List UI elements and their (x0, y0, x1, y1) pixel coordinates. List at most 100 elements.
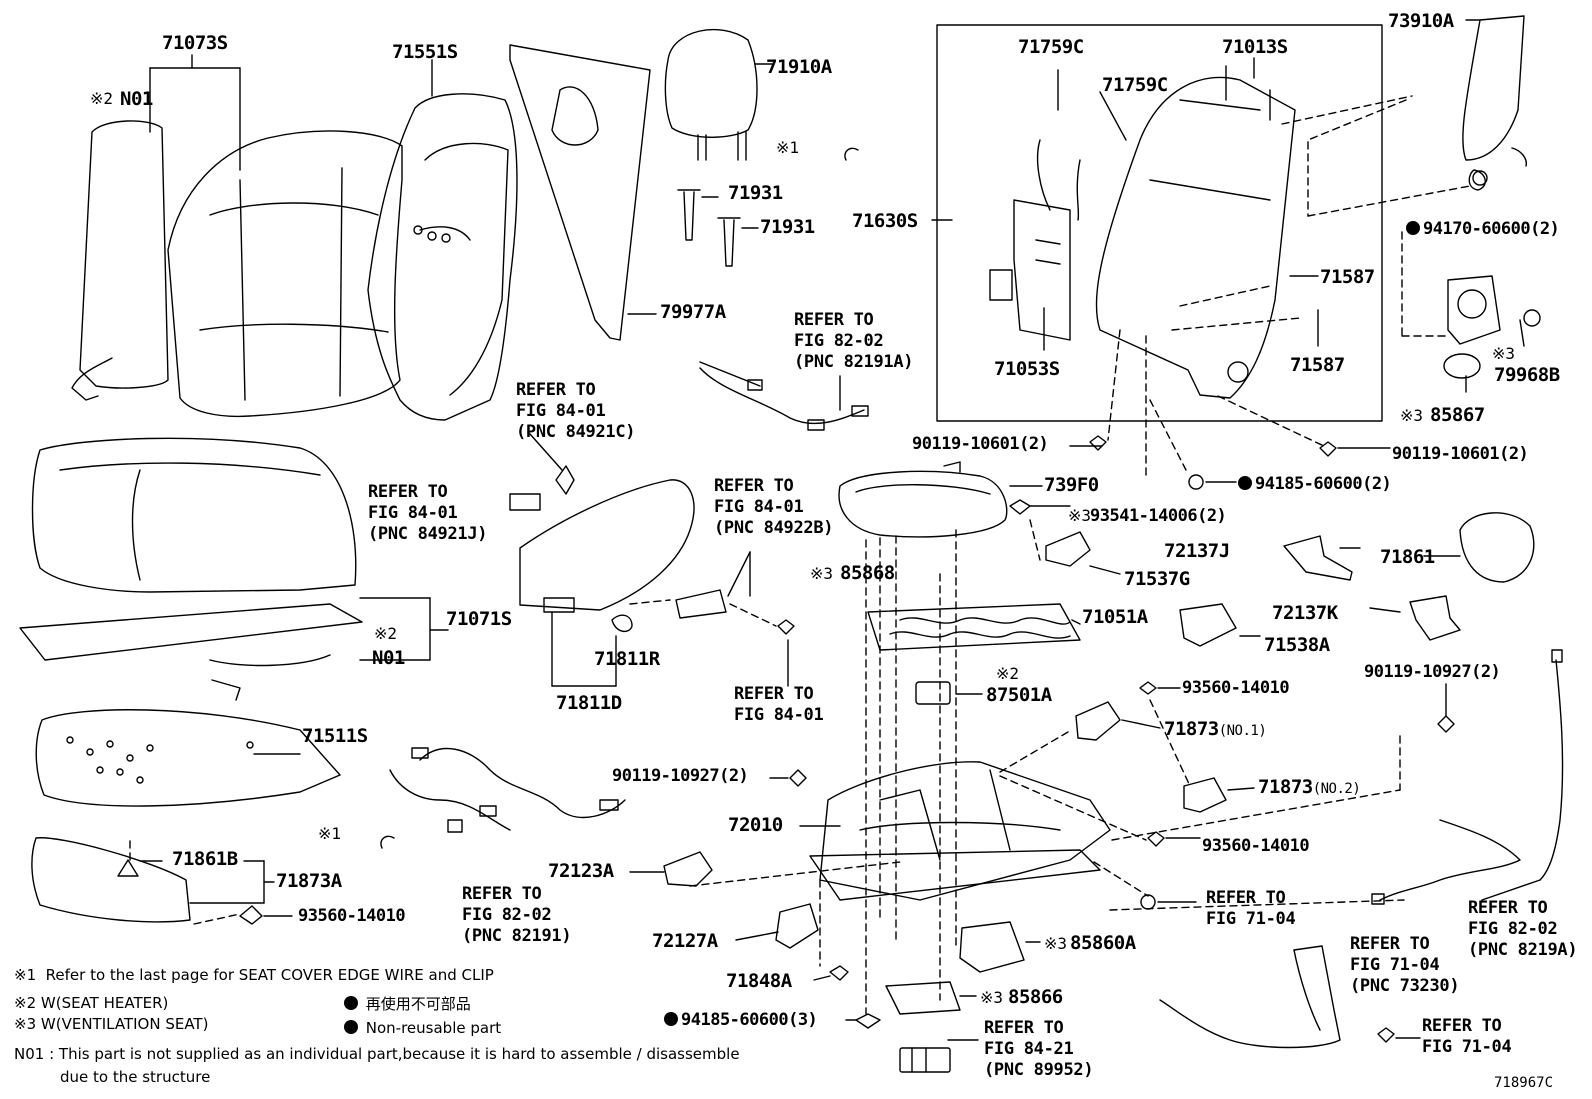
part-label-94170-60600: 94170-60600(2) (1406, 219, 1560, 239)
footnote-1-text: Refer to the last page for SEAT COVER ED… (45, 966, 494, 984)
part-label-71873-no2-sub: (NO.2) (1312, 781, 1361, 797)
note-mark-3-85860A: ※3 (1044, 934, 1068, 953)
refer-fig-82-02-82191: REFER TO FIG 82-02 (PNC 82191) (462, 884, 572, 946)
note-mark-1-lower: ※1 (318, 824, 342, 843)
part-label-72137J: 72137J (1164, 540, 1230, 562)
part-label-739F0: 739F0 (1044, 474, 1099, 496)
refer-fig-82-02-82191A: REFER TO FIG 82-02 (PNC 82191A) (794, 310, 914, 372)
note-mark-3-85868: ※3 (810, 564, 834, 583)
part-label-79968B: 79968B (1494, 364, 1560, 386)
part-label-71873-no1: 71873(NO.1) (1164, 720, 1267, 739)
occupant-sensor-shape (915, 681, 951, 705)
assembly-dashed-lines (129, 95, 1471, 1015)
part-label-71873-no1-sub: (NO.1) (1218, 723, 1267, 739)
part-label-94170-text: 94170-60600(2) (1423, 219, 1560, 239)
part-label-72123A: 72123A (548, 860, 614, 882)
edge-clip-symbol-lower (380, 835, 395, 849)
non-reusable-dot (1238, 476, 1252, 490)
clip-71848A-shape (829, 965, 849, 981)
bracket-72137J-shape (1283, 535, 1353, 581)
footnote-n01-line2: due to the structure (60, 1068, 211, 1086)
seatback-pad-shape (367, 93, 518, 421)
part-label-71861: 71861 (1380, 546, 1435, 568)
seatback-cover-back-shape (1462, 15, 1527, 167)
footnote-1: ※1 Refer to the last page for SEAT COVER… (14, 968, 494, 983)
note-mark-1-upper: ※1 (776, 138, 800, 157)
refer-fig-84-01: REFER TO FIG 84-01 (734, 684, 824, 725)
footnote-2-mark: ※2 (14, 994, 37, 1012)
part-label-71873-no2: 71873(NO.2) (1258, 776, 1361, 798)
footnote-3-text: W(VENTILATION SEAT) (40, 1015, 209, 1033)
part-label-94185-upper-text: 94185-60600(2) (1255, 474, 1392, 494)
headrest-guide-shapes (677, 189, 759, 267)
fan-duct-85860A-shape (959, 921, 1025, 973)
part-label-94185-lower-text: 94185-60600(3) (681, 1010, 818, 1030)
bolt-90119-10927-right-shape (1437, 715, 1455, 733)
part-label-71511S: 71511S (302, 725, 368, 747)
footnote-3-mark: ※3 (14, 1015, 37, 1033)
nut-7104-shape (1140, 894, 1156, 910)
part-label-94185-60600-lower: 94185-60600(3) (664, 1010, 818, 1030)
part-label-71931-lower: 71931 (760, 216, 815, 238)
drawing-id: 718967C (1494, 1075, 1554, 1091)
bolt-90119-10601-right-shape (1319, 441, 1337, 457)
part-label-71811D: 71811D (556, 692, 622, 714)
shield-71537G-shape (1045, 531, 1091, 567)
refer-fig-84-01-84921C: REFER TO FIG 84-01 (PNC 84921C) (516, 380, 636, 442)
part-label-93560-14010-lower: 93560-14010 (1202, 836, 1310, 856)
part-label-71051A: 71051A (1082, 606, 1148, 628)
part-label-71873-no2-num: 71873 (1258, 776, 1313, 798)
part-label-N01-lower: N01 (372, 647, 405, 669)
footnote-n01-line1: This part is not supplied as an individu… (58, 1045, 740, 1063)
legend-jp-text: 再使用不可部品 (365, 995, 471, 1013)
legend-en-text: Non-reusable part (365, 1019, 502, 1037)
part-label-71587-upper: 71587 (1320, 266, 1375, 288)
seat-cushion-pad-shape (35, 709, 341, 807)
seat-side-cover-shape (509, 465, 795, 635)
bracket-72137K-shape (1409, 595, 1461, 641)
non-reusable-dot (664, 1012, 678, 1026)
part-label-93541-14006: 93541-14006(2) (1090, 506, 1227, 526)
seat-wire-harness-shape (389, 747, 626, 833)
footnote-3: ※3 W(VENTILATION SEAT) (14, 1017, 208, 1032)
part-label-90119-10927-right: 90119-10927(2) (1364, 662, 1501, 682)
headrest-shape (664, 28, 773, 161)
part-label-72127A: 72127A (652, 930, 718, 952)
heater-wire-harness-shape (699, 361, 869, 431)
part-label-71873A: 71873A (276, 870, 342, 892)
part-label-71861B: 71861B (172, 848, 238, 870)
refer-fig-84-01-84922B: REFER TO FIG 84-01 (PNC 84922B) (714, 476, 834, 538)
refer-fig-71-04-upper: REFER TO FIG 71-04 (1206, 888, 1296, 929)
ventilation-fan-shape (1443, 169, 1541, 379)
part-label-71759C-left: 71759C (1018, 36, 1084, 58)
part-label-71630S: 71630S (852, 210, 918, 232)
part-label-71538A: 71538A (1264, 634, 1330, 656)
rear-wire-harness-shape (1371, 649, 1564, 905)
refer-fig-82-02-8219A: REFER TO FIG 82-02 (PNC 8219A) (1468, 898, 1578, 960)
refer-fig-84-01-84921J: REFER TO FIG 84-01 (PNC 84921J) (368, 482, 488, 544)
cover-72123A-shape (663, 851, 713, 887)
bolt-90119-10601-left-shape (1089, 435, 1107, 451)
footnote-n01: N01 : This part is not supplied as an in… (14, 1047, 740, 1062)
part-label-72010: 72010 (728, 814, 783, 836)
note-mark-2-87501A: ※2 (996, 664, 1020, 683)
note-mark-3-85866: ※3 (980, 988, 1004, 1007)
part-label-71811R: 71811R (594, 648, 660, 670)
footnote-2-text: W(SEAT HEATER) (40, 994, 169, 1012)
edge-clip-symbol-upper (844, 147, 859, 161)
part-label-85868: 85868 (840, 562, 895, 584)
part-label-90119-10601-right: 90119-10601(2) (1392, 444, 1529, 464)
part-label-90119-10927-left: 90119-10927(2) (612, 766, 749, 786)
legend-dot-icon (344, 1020, 358, 1034)
clip-94185-shape (855, 1013, 881, 1029)
belt-buckle-harness-shape (1159, 945, 1421, 1049)
seatback-cover-shape (167, 130, 403, 418)
cover-72127A-shape (775, 903, 819, 949)
part-label-79977A: 79977A (660, 301, 726, 323)
part-label-71551S: 71551S (392, 41, 458, 63)
part-label-90119-10601-left: 90119-10601(2) (912, 434, 1049, 454)
part-label-94185-60600-upper: 94185-60600(2) (1238, 474, 1392, 494)
footnote-2: ※2 W(SEAT HEATER) (14, 996, 168, 1011)
note-mark-3-79968B: ※3 (1492, 344, 1516, 363)
connector-89952-shape (899, 1047, 951, 1073)
